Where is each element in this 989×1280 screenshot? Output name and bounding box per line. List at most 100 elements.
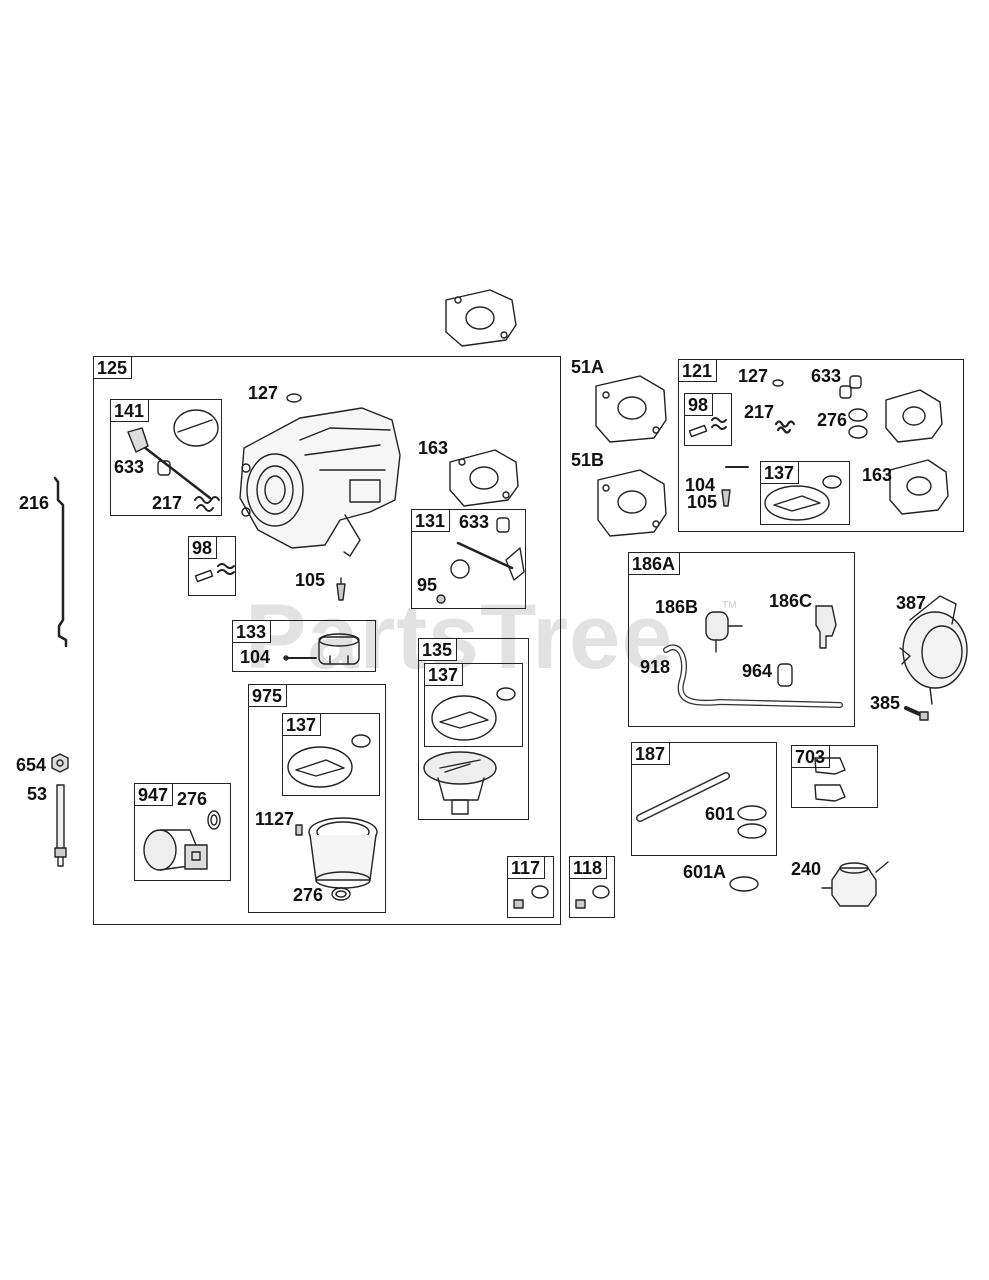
box-label-187: 187 — [631, 742, 671, 765]
throttle-rod-216 — [53, 476, 68, 648]
box-label-125: 125 — [93, 356, 133, 379]
callout-601: 601 — [705, 804, 736, 824]
bushing-633-b — [496, 517, 510, 533]
fitting-186C — [815, 605, 837, 649]
gasket-121-top — [885, 389, 943, 443]
gasket-51A — [595, 375, 667, 443]
callout-276-b: 276 — [293, 885, 324, 905]
box-label-141: 141 — [110, 399, 150, 422]
callout-51B: 51B — [571, 450, 605, 470]
box-121: 121 — [678, 359, 964, 532]
bowl-975 — [308, 817, 378, 889]
callout-104-a: 104 — [240, 647, 271, 667]
fuel-pump-387 — [899, 595, 968, 705]
box-947: 947 — [134, 783, 231, 881]
screw-95 — [436, 594, 446, 604]
callout-387: 387 — [896, 593, 927, 613]
clamp-601 — [737, 805, 767, 839]
pin-104-left — [283, 655, 317, 661]
box-98-right: 98 — [684, 393, 732, 446]
hose-187 — [636, 772, 730, 822]
box-975: 975 — [248, 684, 386, 913]
box-125: 125 — [93, 356, 561, 925]
callout-51A: 51A — [571, 357, 605, 377]
box-133: 133 — [232, 620, 376, 672]
callout-163-b: 163 — [862, 465, 893, 485]
box-703: 703 — [791, 745, 878, 808]
box-label-186A: 186A — [628, 552, 681, 575]
jet-118 — [575, 885, 610, 909]
ring-127 — [286, 393, 302, 403]
box-label-137-in-135: 137 — [424, 663, 464, 686]
ring-127-kit — [772, 379, 784, 387]
spring-217-kit — [774, 420, 796, 434]
fuel-filter-240 — [821, 861, 889, 907]
float-133 — [318, 633, 360, 665]
callout-186C: 186C — [769, 591, 813, 611]
callout-918: 918 — [640, 657, 671, 677]
needle-105-kit — [721, 489, 731, 507]
callout-633-c: 633 — [811, 366, 842, 386]
stud-53 — [54, 784, 67, 867]
callout-240: 240 — [791, 859, 822, 879]
screw-385 — [904, 706, 929, 721]
callout-217-b: 217 — [744, 402, 775, 422]
bushing-633-a — [157, 460, 171, 476]
gasket-51B — [597, 469, 667, 537]
box-label-117: 117 — [507, 856, 546, 879]
carburetor-body — [239, 407, 401, 557]
callout-964: 964 — [742, 661, 773, 681]
box-label-947: 947 — [134, 783, 174, 806]
box-118: 118 — [569, 856, 615, 918]
callout-276-c: 276 — [817, 410, 848, 430]
oring-276-a — [207, 810, 221, 830]
callout-95: 95 — [417, 575, 438, 595]
fitting-186B — [705, 611, 743, 653]
callout-276-a: 276 — [177, 789, 208, 809]
box-141: 141 — [110, 399, 222, 516]
box-label-133: 133 — [232, 620, 272, 643]
needle-105-left — [336, 577, 346, 601]
callout-217-a: 217 — [152, 493, 183, 513]
screw-98-right — [688, 417, 727, 438]
callout-105-a: 105 — [295, 570, 326, 590]
callout-53: 53 — [27, 784, 48, 804]
box-label-137-in-121: 137 — [760, 461, 800, 484]
callout-127: 127 — [248, 383, 279, 403]
box-label-703: 703 — [791, 745, 831, 768]
screw-1127 — [295, 824, 303, 836]
solenoid-947 — [143, 829, 208, 871]
callout-104-b: 104 — [685, 475, 716, 495]
jet-117 — [513, 885, 549, 909]
bushing-633-kit — [839, 375, 862, 399]
box-label-137-in-975: 137 — [282, 713, 322, 736]
callout-127-b: 127 — [738, 366, 769, 386]
box-187: 187 — [631, 742, 777, 856]
diaphragm-137-in-975 — [287, 734, 371, 788]
callout-163-a: 163 — [418, 438, 449, 458]
clip-703 — [814, 757, 846, 802]
callout-633-b: 633 — [459, 512, 490, 532]
screw-98-left — [194, 563, 235, 583]
bowl-135 — [423, 751, 497, 815]
watermark-trademark: TM — [722, 600, 737, 611]
box-label-131: 131 — [411, 509, 451, 532]
callout-654: 654 — [16, 755, 47, 775]
box-98-left: 98 — [188, 536, 236, 596]
box-131: 131 — [411, 509, 526, 609]
spring-217-a — [194, 496, 220, 512]
box-label-98-left: 98 — [188, 536, 218, 559]
box-label-135: 135 — [418, 638, 458, 661]
nut-654 — [51, 753, 69, 773]
box-137-in-975: 137 — [282, 713, 380, 796]
box-label-975: 975 — [248, 684, 288, 707]
callout-216: 216 — [19, 493, 50, 513]
oring-276-kit — [848, 408, 868, 439]
box-135: 135 — [418, 638, 529, 820]
box-137-in-121: 137 — [760, 461, 850, 525]
hose-918 — [663, 644, 843, 708]
throttle-shaft-131 — [450, 541, 525, 581]
box-label-118: 118 — [569, 856, 608, 879]
